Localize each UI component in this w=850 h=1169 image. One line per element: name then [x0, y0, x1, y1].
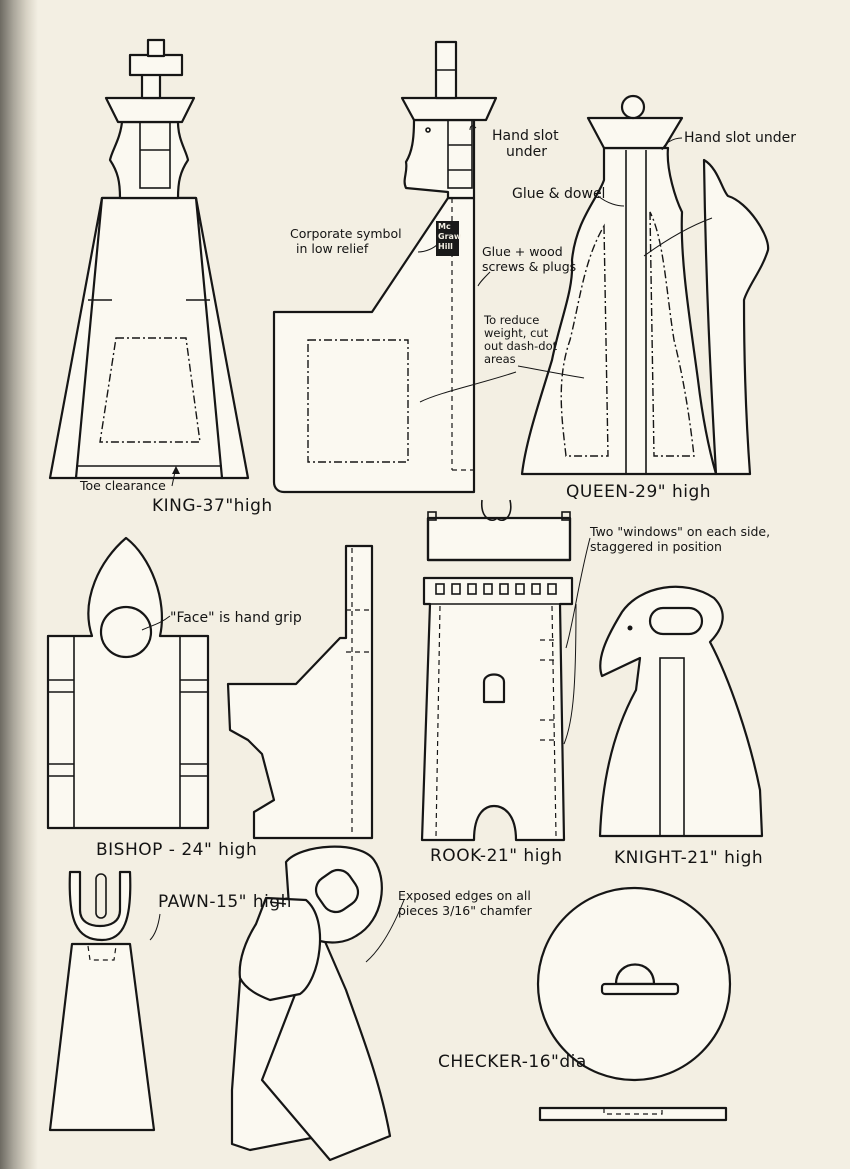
- checker-title: CHECKER-16"dia: [438, 1052, 587, 1072]
- pawn-front-view: [48, 870, 156, 1132]
- rook-front-view: [420, 499, 574, 842]
- bishop-side-view: [226, 544, 374, 840]
- corporate-symbol-line-1: Corporate symbol: [290, 226, 402, 241]
- glue-dowel-note: Glue & dowel: [512, 186, 606, 202]
- logo-line-3: Hill: [438, 242, 453, 251]
- logo-line-2: Graw: [438, 232, 462, 241]
- hand-slot-left-note: Hand slot under: [492, 128, 559, 160]
- book-gutter-shadow: [0, 0, 38, 1169]
- hand-slot-right-note: Hand slot under: [684, 130, 797, 146]
- glue-wood-line-2: screws & plugs: [482, 259, 577, 274]
- chamfer-line-1: Exposed edges on all: [398, 888, 531, 903]
- rook-windows-line-2: staggered in position: [590, 539, 722, 554]
- knight-title: KNIGHT-21" high: [614, 848, 764, 868]
- mcgraw-hill-logo-plate: [436, 221, 459, 256]
- mcgraw-hill-logo-text: Mc Graw Hill: [438, 222, 461, 252]
- king-front-view: [48, 38, 250, 487]
- corporate-symbol-note: Corporate symbol in low relief: [290, 226, 402, 256]
- logo-line-1: Mc: [438, 222, 451, 231]
- reduce-weight-line-1: To reduce: [484, 313, 540, 327]
- queen-front-view: [520, 94, 770, 476]
- reduce-weight-note: To reduce weight, cut out dash-dot areas: [484, 314, 557, 366]
- checker-views: [536, 886, 732, 1122]
- king-title: KING-37"high: [152, 496, 273, 516]
- reduce-weight-line-3: out dash-dot: [484, 339, 558, 353]
- rook-title: ROOK-21" high: [430, 846, 563, 866]
- rook-windows-note: Two "windows" on each side, staggered in…: [590, 524, 770, 554]
- knight-perspective-view: [230, 845, 392, 1162]
- knight-front-view: [598, 585, 764, 838]
- hand-slot-left-line-2: under: [506, 144, 548, 160]
- bishop-front-view: [46, 536, 210, 830]
- pawn-title: PAWN-15" high: [158, 892, 292, 912]
- corporate-symbol-line-2: in low relief: [296, 241, 369, 256]
- queen-side-view: [272, 40, 498, 494]
- chamfer-note: Exposed edges on all pieces 3/16" chamfe…: [398, 888, 532, 918]
- queen-title: QUEEN-29" high: [566, 482, 712, 502]
- bishop-title: BISHOP - 24" high: [96, 840, 258, 860]
- king-toe-clearance-note: Toe clearance: [80, 478, 166, 493]
- glue-wood-screws-note: Glue + wood screws & plugs: [482, 244, 576, 274]
- reduce-weight-line-4: areas: [484, 352, 516, 366]
- reduce-weight-line-2: weight, cut: [484, 326, 549, 340]
- hand-slot-left-line-1: Hand slot: [492, 128, 559, 144]
- bishop-face-note: "Face" is hand grip: [170, 610, 302, 626]
- rook-windows-line-1: Two "windows" on each side,: [590, 524, 771, 539]
- annotation-leaders: [141, 125, 713, 963]
- chamfer-line-2: pieces 3/16" chamfer: [398, 903, 532, 918]
- glue-wood-line-1: Glue + wood: [482, 244, 563, 259]
